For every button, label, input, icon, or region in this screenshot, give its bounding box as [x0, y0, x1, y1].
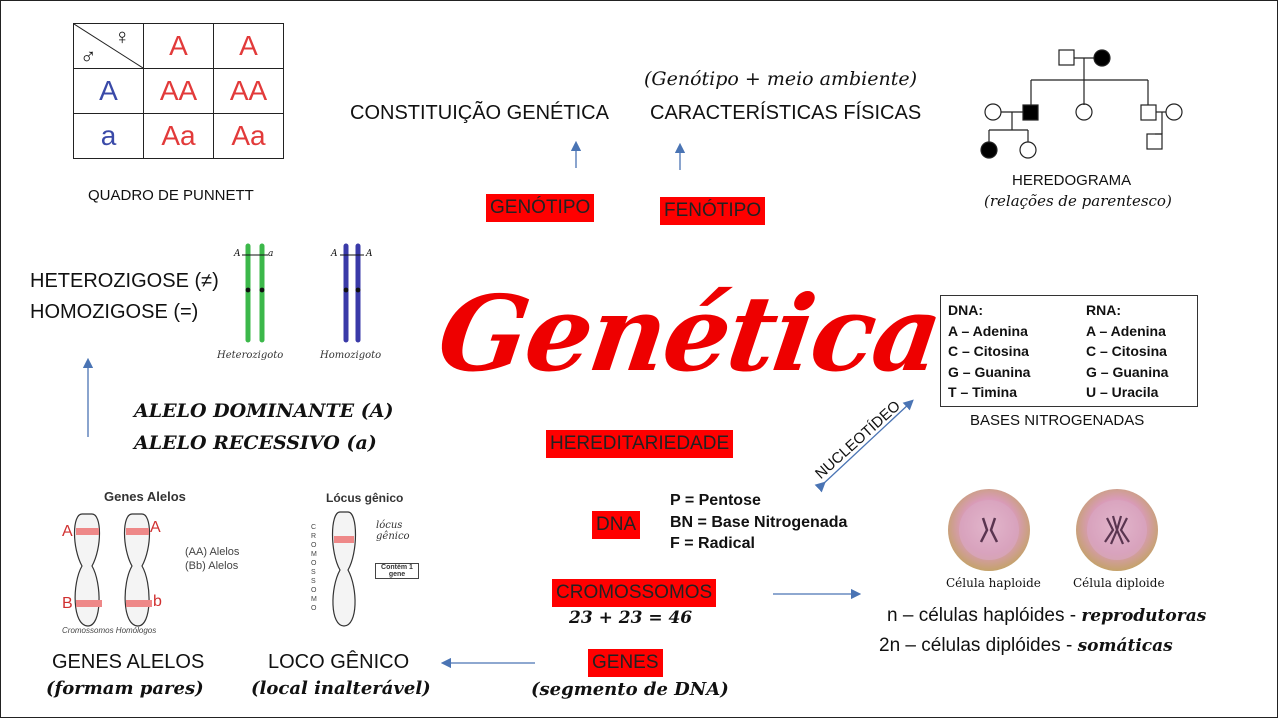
genes-alleles-desc: (formam pares)	[46, 678, 204, 699]
page-title: Genética	[431, 272, 948, 395]
chromosome-pairs-figure	[242, 243, 364, 343]
pedigree-male-affected	[1022, 104, 1039, 121]
heredity-label: HEREDITARIEDADE	[546, 430, 734, 458]
rna-bases-list: RNA: A – Adenina C – Citosina G – Guanin…	[1086, 302, 1169, 400]
locus-chromosome-figure	[331, 511, 357, 627]
locus-label: LOCO GÊNICO	[268, 651, 410, 673]
nitrogenous-bases-box: DNA: A – Adenina C – Citosina G – Guanin…	[940, 295, 1198, 407]
aa-alleles-note: (AA) Alelos	[185, 546, 240, 558]
punnett-row-allele: a	[73, 113, 144, 159]
dominant-allele-text: ALELO DOMINANTE (A)	[134, 400, 394, 422]
punnett-row-allele: A	[73, 68, 144, 114]
up-arrows	[570, 140, 686, 170]
heterozygosis-text: HETEROZIGOSE (≠)	[30, 270, 219, 292]
punnett-header: A	[143, 23, 214, 69]
pedigree-male	[1146, 133, 1163, 150]
hetero-allele-right: a	[268, 249, 274, 259]
cells-figure	[948, 489, 1158, 571]
phenotype-label: FENÓTIPO	[660, 197, 766, 225]
haploid-cells-text: n – células haplóides - reprodutoras	[887, 605, 1207, 626]
pedigree-subtitle: (relações de parentesco)	[984, 192, 1172, 210]
pedigree-title: HEREDOGRAMA	[1012, 172, 1132, 189]
allele-marker: A	[62, 523, 73, 540]
homozygosis-text: HOMOZIGOSE (=)	[30, 301, 199, 323]
locus-desc: (local inalterável)	[251, 678, 431, 699]
pedigree-chart	[980, 49, 1183, 159]
chromosome-count: 23 + 23 = 46	[569, 608, 693, 628]
male-symbol-icon: ♂	[80, 44, 97, 69]
locus-note: lócus gênico	[376, 520, 410, 542]
right-arrow	[773, 588, 862, 600]
punnett-corner: ♂ ♀	[73, 23, 144, 69]
diploid-cells-text: 2n – células diplóides - somáticas	[879, 635, 1173, 656]
homologous-caption: Cromossomos Homólogos	[62, 626, 157, 635]
up-arrow	[82, 357, 94, 437]
phenotype-meaning: CARACTERÍSTICAS FÍSICAS	[650, 102, 922, 124]
punnett-cell: AA	[143, 68, 214, 114]
homo-allele-right: A	[366, 249, 373, 259]
nucleotide-arrow	[814, 399, 914, 493]
pedigree-female-affected	[980, 141, 998, 159]
genes-label: GENES	[588, 649, 663, 677]
pedigree-female	[1019, 141, 1037, 159]
haploid-cell	[948, 489, 1030, 571]
bases-caption: BASES NITROGENADAS	[970, 412, 1145, 429]
genotype-label: GENÓTIPO	[486, 194, 595, 222]
pedigree-female	[1075, 103, 1093, 121]
punnett-cell: AA	[213, 68, 284, 114]
hetero-allele-left: A	[234, 249, 241, 259]
locus-fig-title: Lócus gênico	[326, 491, 404, 505]
allele-marker: B	[62, 595, 73, 612]
recessive-allele-text: ALELO RECESSIVO (a)	[134, 432, 377, 454]
haploid-cell-label: Célula haploide	[946, 576, 1041, 590]
genotype-meaning: CONSTITUIÇÃO GENÉTICA	[350, 102, 609, 124]
female-symbol-icon: ♀	[114, 24, 131, 49]
pedigree-male	[1140, 104, 1157, 121]
pedigree-female-affected	[1093, 49, 1111, 67]
phenotype-formula: (Genótipo + meio ambiente)	[644, 68, 917, 90]
pedigree-female	[984, 103, 1002, 121]
homologous-chromosomes-figure	[73, 513, 152, 627]
allele-marker: b	[153, 593, 162, 610]
bb-alleles-note: (Bb) Alelos	[185, 560, 239, 572]
dna-bases-list: DNA: A – Adenina C – Citosina G – Guanin…	[948, 302, 1031, 400]
chromosome-vertical-label: CROMOSSOMO	[311, 524, 317, 612]
punnett-header: A	[213, 23, 284, 69]
genes-desc: (segmento de DNA)	[531, 679, 729, 700]
dna-component: P = Pentose	[670, 492, 761, 509]
pedigree-male	[1058, 49, 1075, 66]
genes-alleles-label: GENES ALELOS	[52, 651, 205, 673]
diploid-cell	[1076, 489, 1158, 571]
punnett-cell: Aa	[143, 113, 214, 159]
left-arrow	[440, 657, 535, 669]
pedigree-female	[1165, 103, 1183, 121]
heterozygote-label: Heterozigoto	[217, 350, 284, 361]
dna-components: P = Pentose BN = Base Nitrogenada F = Ra…	[670, 490, 847, 555]
dna-label: DNA	[592, 511, 641, 539]
punnett-cell: Aa	[213, 113, 284, 159]
punnett-square: ♂ ♀ A A A AA AA a Aa Aa	[73, 23, 284, 159]
homozygote-label: Homozigoto	[320, 350, 382, 361]
punnett-caption: QUADRO DE PUNNETT	[88, 187, 254, 204]
dna-component: BN = Base Nitrogenada	[670, 513, 848, 531]
homo-allele-left: A	[331, 249, 338, 259]
chromosomes-label: CROMOSSOMOS	[552, 579, 717, 607]
diploid-cell-label: Célula diploide	[1073, 576, 1165, 590]
genes-alleles-fig-title: Genes Alelos	[104, 489, 186, 504]
dna-component: F = Radical	[670, 535, 755, 552]
allele-marker: A	[150, 519, 161, 536]
contains-gene-box: Contém 1 gene	[375, 563, 419, 579]
